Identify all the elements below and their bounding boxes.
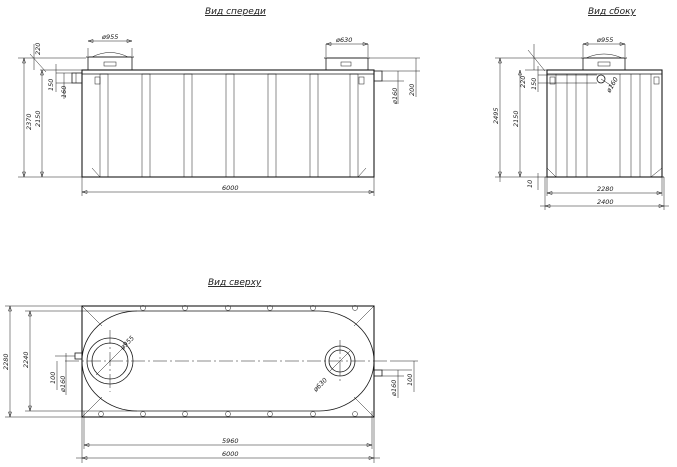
side-dim-2400: 2400 bbox=[597, 198, 614, 206]
top-dim-2280: 2280 bbox=[2, 353, 10, 370]
side-dim-150: 150 bbox=[530, 78, 538, 90]
front-dim-220: 220 bbox=[34, 43, 42, 55]
side-pipe-160 bbox=[596, 74, 606, 84]
top-tank-capsule bbox=[81, 310, 375, 412]
top-outlet-pipe bbox=[373, 369, 383, 377]
top-dim-l100: 100 bbox=[49, 372, 57, 384]
front-outlet-pipe bbox=[373, 70, 383, 82]
side-dim-2150: 2150 bbox=[512, 110, 520, 127]
front-inlet-pipe bbox=[71, 72, 83, 84]
front-manhole-955 bbox=[87, 56, 133, 70]
side-manhole-955 bbox=[582, 57, 626, 70]
side-view-title: Вид сбоку bbox=[588, 7, 637, 17]
front-dim-150: 150 bbox=[47, 79, 55, 91]
front-view-title: Вид спереди bbox=[205, 7, 266, 17]
top-inlet-pipe bbox=[74, 352, 83, 360]
top-rib-markers bbox=[98, 305, 358, 417]
side-dim-955: ø955 bbox=[596, 36, 613, 44]
front-dim-6000: 6000 bbox=[222, 184, 239, 192]
top-dim-r100: 100 bbox=[406, 374, 414, 386]
top-dim-6000: 6000 bbox=[222, 450, 239, 458]
top-view: Вид сверху ø955 ø630 bbox=[2, 278, 418, 463]
front-dim-r200: 200 bbox=[408, 84, 416, 96]
top-dim-5960: 5960 bbox=[222, 437, 239, 445]
side-ribs bbox=[546, 74, 663, 178]
side-dim-d160: ø160 bbox=[604, 76, 620, 95]
front-dim-160: 160 bbox=[60, 86, 68, 98]
front-dim-r160: ø160 bbox=[391, 88, 399, 105]
front-dim-2370: 2370 bbox=[25, 113, 33, 130]
side-dim-2495: 2495 bbox=[492, 107, 500, 124]
side-dim-2280: 2280 bbox=[597, 185, 614, 193]
front-manhole-630 bbox=[325, 57, 369, 70]
front-dim-630: ø630 bbox=[335, 36, 352, 44]
front-tank-body bbox=[81, 69, 375, 178]
front-view: Вид спереди bbox=[18, 7, 420, 196]
front-dim-955: ø955 bbox=[101, 33, 118, 41]
side-tank-body bbox=[546, 69, 663, 178]
top-dim-955: ø955 bbox=[118, 334, 136, 352]
top-tank-outline bbox=[81, 305, 375, 418]
front-ribs bbox=[91, 73, 367, 178]
top-dim-630: ø630 bbox=[311, 376, 329, 394]
top-dim-l160: ø160 bbox=[59, 376, 67, 393]
front-dim-2150: 2150 bbox=[34, 110, 42, 127]
side-dim-10: 10 bbox=[526, 180, 534, 188]
top-dim-2240: 2240 bbox=[22, 351, 30, 368]
top-dim-r160: ø160 bbox=[390, 380, 398, 397]
side-dim-220: 220 bbox=[519, 76, 527, 88]
top-view-title: Вид сверху bbox=[208, 278, 262, 288]
side-view: Вид сбоку ø160 ø955 bbox=[492, 7, 669, 210]
